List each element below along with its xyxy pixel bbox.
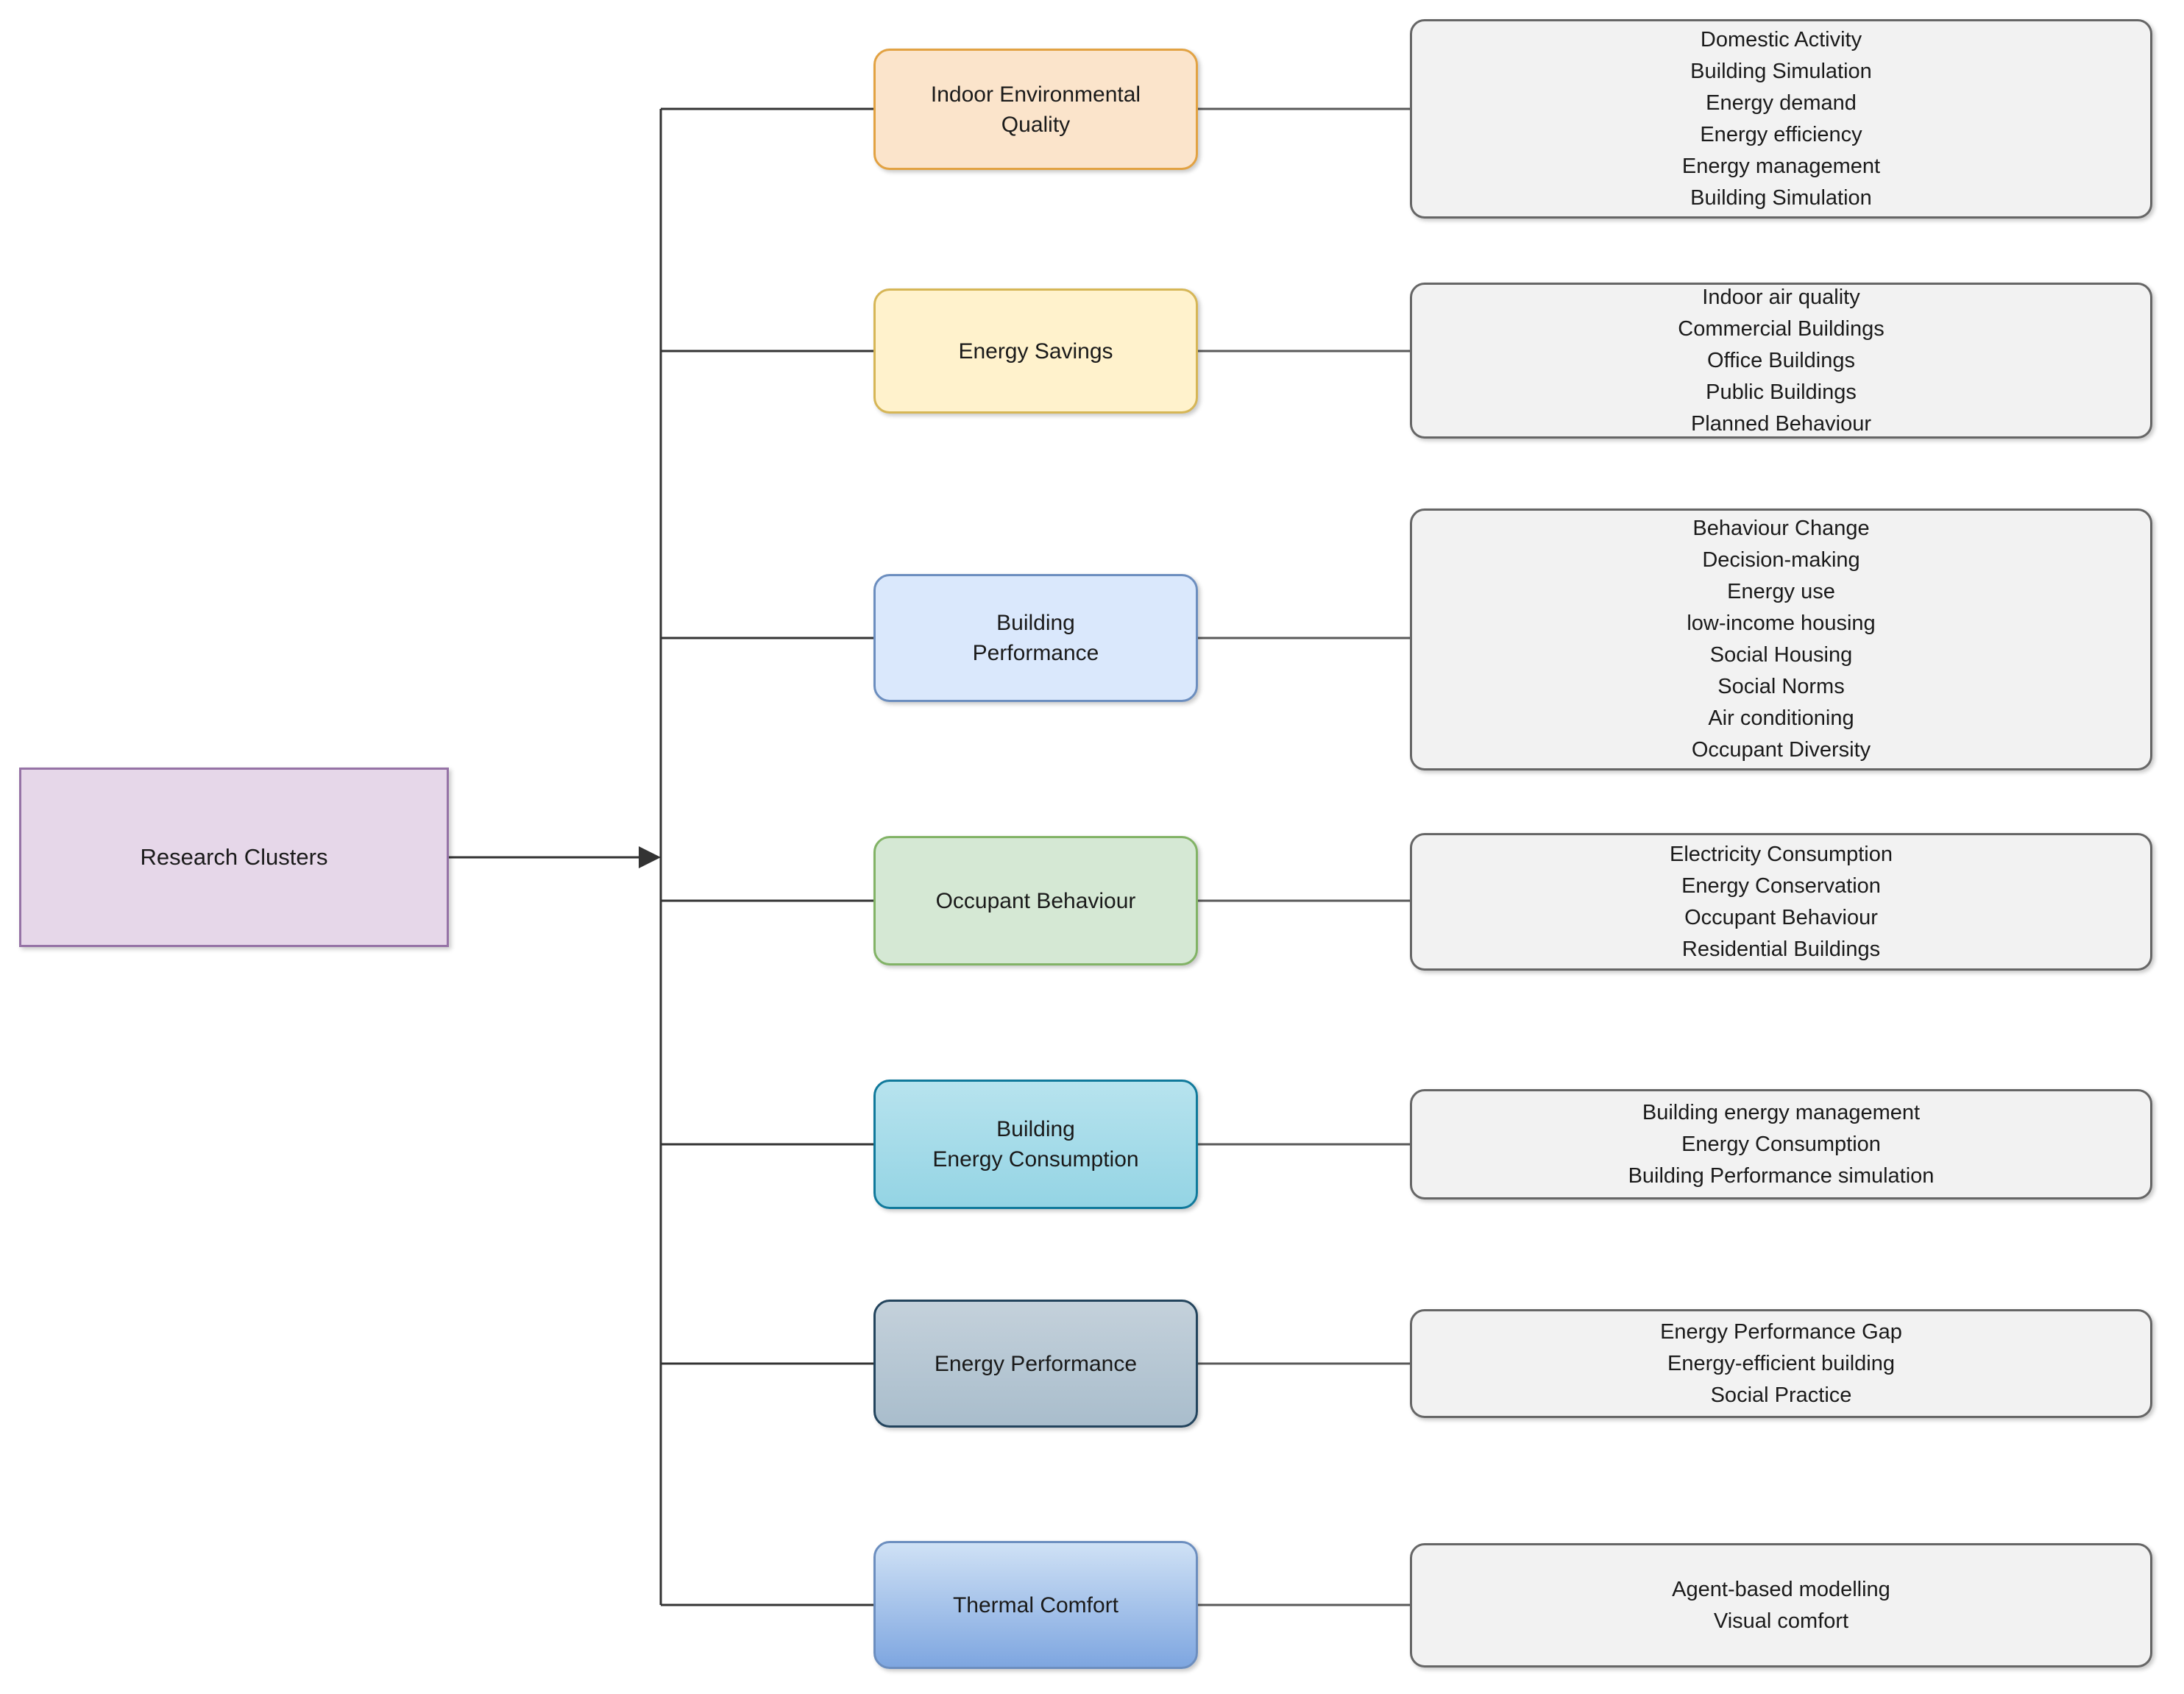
keyword-line: Energy-efficient building (1667, 1351, 1895, 1375)
keyword-line: Indoor air quality (1702, 285, 1860, 309)
cluster-node-occupant-behaviour: Occupant Behaviour (873, 836, 1198, 965)
keyword-line: Building Performance simulation (1628, 1163, 1935, 1188)
keyword-line: Energy use (1727, 580, 1835, 603)
keyword-line: Energy Performance Gap (1660, 1319, 1902, 1344)
keyword-line: Energy Conservation (1681, 873, 1881, 898)
keyword-line: Behaviour Change (1692, 517, 1870, 540)
cluster-node-thermal-comfort: Thermal Comfort (873, 1541, 1198, 1669)
keyword-line: Public Buildings (1706, 380, 1857, 404)
keyword-line: Social Practice (1710, 1383, 1852, 1407)
root-node-research-clusters: Research Clusters (19, 768, 449, 947)
cluster-node-building-performance: Building Performance (873, 574, 1198, 702)
cluster-node-energy-savings: Energy Savings (873, 288, 1198, 414)
keyword-line: Building Simulation (1690, 185, 1872, 210)
keyword-line: Visual comfort (1713, 1609, 1849, 1633)
keyword-line: Occupant Behaviour (1684, 905, 1878, 929)
keyword-line: Electricity Consumption (1670, 842, 1893, 866)
keyword-line: Energy demand (1706, 91, 1857, 115)
keyword-line: Air conditioning (1708, 706, 1854, 730)
keyword-line: Office Buildings (1707, 348, 1855, 372)
cluster-node-energy-performance: Energy Performance (873, 1300, 1198, 1428)
cluster-node-building-energy-consumption: Building Energy Consumption (873, 1080, 1198, 1209)
cluster-node-indoor-environmental-quality: Indoor Environmental Quality (873, 49, 1198, 170)
keyword-line: Commercial Buildings (1678, 316, 1885, 341)
root-arrowhead-icon (639, 846, 661, 868)
keyword-line: low-income housing (1687, 612, 1876, 635)
keyword-line: Agent-based modelling (1672, 1577, 1890, 1601)
keyword-line: Domestic Activity (1700, 27, 1862, 52)
keyword-line: Social Norms (1717, 675, 1845, 698)
keyword-line: Building energy management (1642, 1100, 1921, 1124)
keyword-line: Planned Behaviour (1690, 411, 1872, 436)
keyword-line: Building Simulation (1690, 59, 1872, 83)
keyword-line: Energy management (1681, 154, 1881, 178)
keyword-line: Decision-making (1702, 548, 1860, 572)
keyword-line: Social Housing (1709, 643, 1853, 667)
keyword-line: Occupant Diversity (1691, 738, 1871, 762)
keyword-line: Residential Buildings (1681, 937, 1881, 961)
keyword-line: Energy efficiency (1700, 122, 1862, 146)
keyword-line: Energy Consumption (1681, 1132, 1881, 1156)
